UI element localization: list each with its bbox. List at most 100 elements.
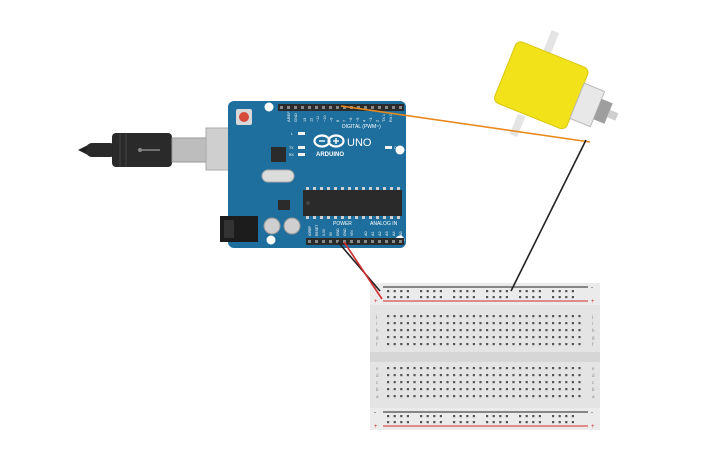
header-pin-hole[interactable] — [336, 106, 339, 109]
breadboard-hole[interactable] — [446, 395, 449, 398]
breadboard-hole[interactable] — [545, 336, 548, 339]
rail-hole[interactable] — [472, 421, 475, 424]
rail-hole[interactable] — [426, 296, 429, 299]
breadboard-hole[interactable] — [486, 315, 489, 318]
header-pin-hole[interactable] — [280, 106, 283, 109]
breadboard-hole[interactable] — [565, 322, 568, 325]
rail-hole[interactable] — [400, 421, 403, 424]
rail-hole[interactable] — [558, 296, 561, 299]
breadboard-hole[interactable] — [453, 367, 456, 370]
power-wire-5v[interactable] — [343, 241, 383, 300]
rail-hole[interactable] — [492, 296, 495, 299]
breadboard-hole[interactable] — [387, 381, 390, 384]
breadboard-hole[interactable] — [538, 322, 541, 325]
breadboard-hole[interactable] — [400, 395, 403, 398]
header-pin-hole[interactable] — [336, 240, 339, 243]
header-pin-hole[interactable] — [392, 106, 395, 109]
rail-hole[interactable] — [571, 415, 574, 418]
breadboard-hole[interactable] — [406, 395, 409, 398]
breadboard-hole[interactable] — [466, 381, 469, 384]
header-pin-hole[interactable] — [392, 240, 395, 243]
breadboard-hole[interactable] — [486, 374, 489, 377]
rail-hole[interactable] — [505, 421, 508, 424]
breadboard-hole[interactable] — [558, 367, 561, 370]
breadboard-hole[interactable] — [453, 374, 456, 377]
breadboard-hole[interactable] — [538, 395, 541, 398]
breadboard-hole[interactable] — [545, 315, 548, 318]
breadboard-hole[interactable] — [499, 395, 502, 398]
breadboard-hole[interactable] — [406, 367, 409, 370]
rail-hole[interactable] — [525, 290, 528, 293]
breadboard-hole[interactable] — [393, 367, 396, 370]
breadboard-hole[interactable] — [420, 388, 423, 391]
breadboard-hole[interactable] — [420, 315, 423, 318]
reset-button[interactable] — [236, 109, 252, 125]
breadboard-hole[interactable] — [479, 322, 482, 325]
breadboard-hole[interactable] — [571, 367, 574, 370]
breadboard-hole[interactable] — [532, 315, 535, 318]
rail-hole[interactable] — [486, 290, 489, 293]
breadboard-hole[interactable] — [466, 367, 469, 370]
rail-hole[interactable] — [439, 296, 442, 299]
breadboard-hole[interactable] — [472, 381, 475, 384]
breadboard-hole[interactable] — [466, 395, 469, 398]
breadboard-hole[interactable] — [426, 374, 429, 377]
breadboard-hole[interactable] — [578, 336, 581, 339]
breadboard-hole[interactable] — [499, 315, 502, 318]
rail-hole[interactable] — [565, 296, 568, 299]
breadboard-hole[interactable] — [393, 322, 396, 325]
breadboard-hole[interactable] — [571, 329, 574, 332]
breadboard-hole[interactable] — [459, 322, 462, 325]
breadboard-hole[interactable] — [492, 336, 495, 339]
breadboard-hole[interactable] — [439, 367, 442, 370]
breadboard-hole[interactable] — [505, 343, 508, 346]
breadboard-hole[interactable] — [426, 329, 429, 332]
breadboard-hole[interactable] — [413, 395, 416, 398]
breadboard-hole[interactable] — [492, 395, 495, 398]
rail-hole[interactable] — [472, 290, 475, 293]
breadboard-hole[interactable] — [552, 329, 555, 332]
breadboard-hole[interactable] — [565, 381, 568, 384]
rail-hole[interactable] — [532, 421, 535, 424]
breadboard-hole[interactable] — [486, 322, 489, 325]
rail-hole[interactable] — [426, 415, 429, 418]
breadboard-hole[interactable] — [571, 336, 574, 339]
breadboard-hole[interactable] — [446, 336, 449, 339]
breadboard-hole[interactable] — [538, 388, 541, 391]
breadboard-hole[interactable] — [406, 381, 409, 384]
breadboard-hole[interactable] — [519, 315, 522, 318]
breadboard-hole[interactable] — [446, 367, 449, 370]
breadboard-hole[interactable] — [420, 374, 423, 377]
rail-hole[interactable] — [387, 415, 390, 418]
rail-hole[interactable] — [532, 290, 535, 293]
rail-hole[interactable] — [459, 421, 462, 424]
breadboard-hole[interactable] — [486, 381, 489, 384]
rail-hole[interactable] — [538, 290, 541, 293]
breadboard-hole[interactable] — [558, 388, 561, 391]
header-pin-hole[interactable] — [350, 240, 353, 243]
breadboard-hole[interactable] — [552, 315, 555, 318]
header-pin-hole[interactable] — [385, 106, 388, 109]
rail-hole[interactable] — [499, 290, 502, 293]
breadboard-hole[interactable] — [446, 329, 449, 332]
header-pin-hole[interactable] — [364, 106, 367, 109]
rail-hole[interactable] — [552, 421, 555, 424]
breadboard-hole[interactable] — [420, 322, 423, 325]
breadboard-hole[interactable] — [472, 388, 475, 391]
header-pin-hole[interactable] — [308, 240, 311, 243]
header-pin-hole[interactable] — [294, 106, 297, 109]
breadboard-hole[interactable] — [433, 374, 436, 377]
rail-hole[interactable] — [492, 415, 495, 418]
breadboard-hole[interactable] — [413, 388, 416, 391]
rail-hole[interactable] — [400, 296, 403, 299]
breadboard-hole[interactable] — [538, 374, 541, 377]
breadboard-hole[interactable] — [512, 374, 515, 377]
breadboard-hole[interactable] — [558, 343, 561, 346]
breadboard-hole[interactable] — [525, 374, 528, 377]
breadboard-hole[interactable] — [466, 343, 469, 346]
breadboard-hole[interactable] — [545, 381, 548, 384]
breadboard-hole[interactable] — [565, 374, 568, 377]
breadboard-hole[interactable] — [499, 367, 502, 370]
rail-hole[interactable] — [552, 415, 555, 418]
